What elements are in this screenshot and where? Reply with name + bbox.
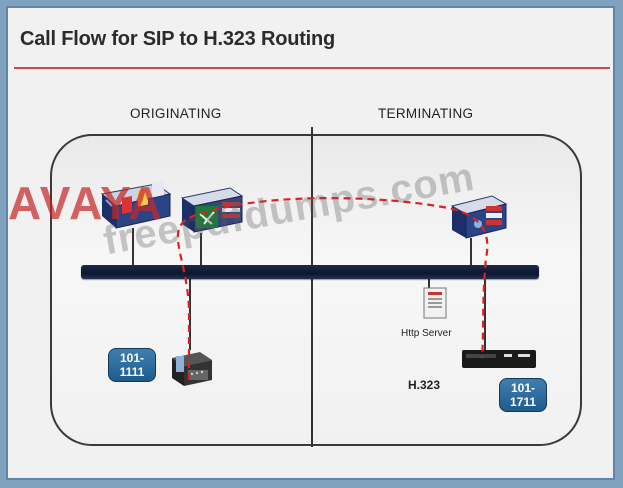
slide: Call Flow for SIP to H.323 Routing ORIGI…	[6, 6, 615, 480]
http-server-label: Http Server	[401, 328, 452, 339]
extension-badge-right: 101- 1711	[499, 378, 547, 412]
stem-gateway	[200, 233, 202, 266]
lan-bus	[81, 265, 539, 279]
h323-device-icon	[462, 350, 536, 368]
stem-h323-device	[484, 278, 486, 350]
extension-right-line2: 1711	[509, 395, 537, 409]
extension-badge-left: 101- 1111	[108, 348, 156, 382]
title-rule	[14, 67, 610, 69]
ip-phone-icon	[172, 352, 212, 386]
media-server-icon	[100, 181, 172, 229]
terminating-label: TERMINATING	[378, 106, 474, 121]
gateway-icon	[180, 187, 244, 233]
http-server-icon	[423, 287, 447, 319]
panel-divider	[311, 127, 313, 447]
slide-title: Call Flow for SIP to H.323 Routing	[20, 28, 336, 50]
avaya-watermark: AVAYA	[8, 177, 164, 229]
network-panel	[50, 134, 582, 446]
h323-label: H.323	[408, 378, 441, 392]
extension-left-line1: 101-	[119, 351, 145, 365]
stem-server-right	[470, 238, 472, 266]
stem-server-left	[132, 228, 134, 266]
call-flow-path	[176, 197, 489, 380]
originating-label: ORIGINATING	[130, 106, 222, 121]
terminating-server-icon	[450, 195, 508, 239]
extension-left-line2: 1111	[119, 365, 145, 379]
extension-right-line1: 101-	[510, 381, 536, 395]
